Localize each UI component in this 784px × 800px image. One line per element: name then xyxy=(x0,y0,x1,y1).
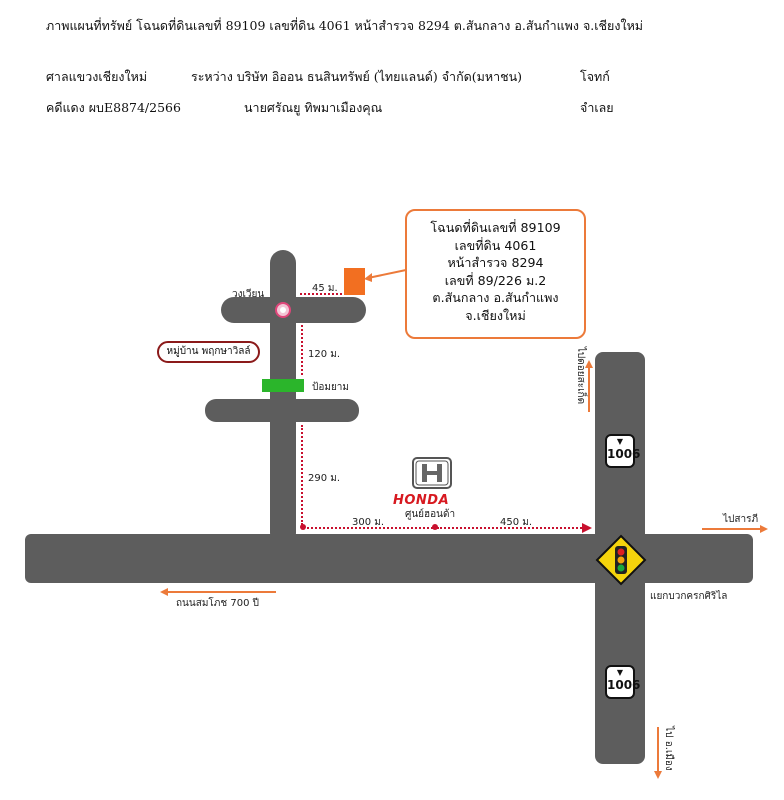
police-box-marker xyxy=(262,379,304,392)
roundabout-road xyxy=(221,297,366,323)
arrow-down-icon xyxy=(654,727,662,779)
distance-120-label: 120 ม. xyxy=(308,349,341,360)
arrow-left-icon xyxy=(160,588,276,596)
honda-label: ศูนย์ฮอนด้า xyxy=(405,509,456,520)
distance-450-arrow-icon xyxy=(582,523,592,533)
traffic-light-sign-icon xyxy=(595,534,647,586)
police-box-label: ป้อมยาม xyxy=(312,382,350,393)
distance-45-label: 45 ม. xyxy=(312,283,338,294)
property-callout: โฉนดที่ดินเลขที่ 89109 เลขที่ดิน 4061 หน… xyxy=(405,209,586,339)
village-label: หมู่บ้าน พฤกษาวิลล์ xyxy=(157,341,260,363)
callout-pointer xyxy=(364,269,407,282)
roundabout-label: วงเวียน xyxy=(232,289,265,300)
distance-line-120 xyxy=(301,325,303,375)
route-shield-emblem-icon: ▼ xyxy=(616,668,624,677)
callout-subdistrict: ต.สันกลาง อ.สันกำแพง xyxy=(432,290,559,305)
distance-line-300 xyxy=(303,527,433,529)
direction-east-label: ไปสารภี xyxy=(723,514,759,525)
distance-line-mid-dot xyxy=(432,524,438,530)
court-name: ศาลแขวงเชียงใหม่ xyxy=(46,69,148,84)
honda-logo-icon xyxy=(412,457,452,489)
direction-north-label: ไปดอยสะเก็ด xyxy=(575,346,587,405)
distance-line-290 xyxy=(301,425,303,525)
direction-south-label: ไป อ.เมือง xyxy=(662,726,674,771)
arrow-up-icon xyxy=(585,360,593,412)
direction-west-label: ถนนสมโภช 700 ปี xyxy=(176,598,259,609)
soi-road xyxy=(205,399,359,422)
distance-line-45 xyxy=(300,293,342,295)
distance-line-start-dot xyxy=(300,524,306,530)
plaintiff-role: โจทก์ xyxy=(580,69,610,84)
distance-450-label: 450 ม. xyxy=(500,517,533,528)
case-number: คดีแดง ผบE8874/2566 xyxy=(46,100,181,115)
roundabout-icon-dot xyxy=(280,307,286,313)
property-marker xyxy=(344,268,365,295)
callout-house-no: เลขที่ 89/226 ม.2 xyxy=(444,272,547,288)
honda-brand: HONDA xyxy=(393,493,450,508)
route-1006-shield-south: ▼ 1006 xyxy=(605,665,641,699)
distance-300-label: 300 ม. xyxy=(352,517,385,528)
map-title: ภาพแผนที่ทรัพย์ โฉนดที่ดินเลขที่ 89109 เ… xyxy=(46,18,644,33)
parties-between: ระหว่าง บริษัท อิออน ธนสินทรัพย์ (ไทยแลน… xyxy=(191,69,523,84)
route-1006-shield-north: ▼ 1006 xyxy=(605,434,641,468)
distance-290-label: 290 ม. xyxy=(308,473,341,484)
side-road-vertical xyxy=(270,250,296,546)
intersection-label: แยกบวกครกศิริไล xyxy=(650,591,728,602)
distance-line-450 xyxy=(437,527,585,529)
arrow-right-icon xyxy=(702,525,768,533)
route-number-north: 1006 xyxy=(607,447,641,461)
defendant-role: จำเลย xyxy=(580,100,614,115)
callout-deed-no: โฉนดที่ดินเลขที่ 89109 xyxy=(430,220,561,235)
defendant-name: นายศรัณยู ทิพมาเมืองคุณ xyxy=(244,100,383,115)
callout-survey-page: หน้าสำรวจ 8294 xyxy=(447,255,544,270)
route-shield-emblem-icon: ▼ xyxy=(616,437,624,446)
callout-province: จ.เชียงใหม่ xyxy=(465,307,526,323)
route-number-south: 1006 xyxy=(607,678,641,692)
callout-land-no: เลขที่ดิน 4061 xyxy=(454,237,537,253)
